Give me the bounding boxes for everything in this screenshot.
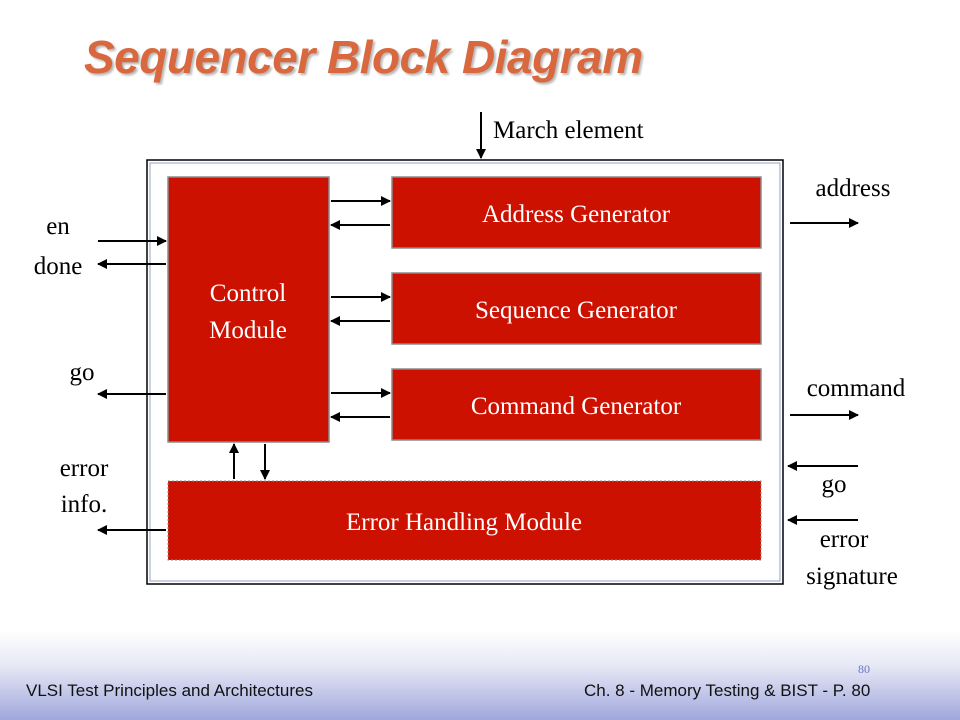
sequence-generator-block (391, 272, 762, 345)
control-module-label-2: Module (209, 317, 287, 344)
sequencer-diagram: Control Module Address Generator Sequenc… (34, 112, 906, 590)
error-info-label-2: info. (61, 491, 108, 518)
address-generator-label: Address Generator (482, 201, 671, 228)
sequence-generator-label: Sequence Generator (475, 297, 678, 324)
error-signature-label-2: signature (806, 563, 898, 590)
go-left-label: go (70, 359, 95, 386)
error-handling-module-block (167, 480, 762, 561)
footer-course-title: VLSI Test Principles and Architectures (26, 681, 313, 700)
command-generator-label: Command Generator (471, 393, 682, 420)
go-right-label: go (822, 471, 847, 498)
address-label: address (816, 175, 891, 202)
slide-title: Sequencer Block Diagram (84, 31, 643, 83)
address-generator-block (391, 176, 762, 249)
footer-chapter-info: Ch. 8 - Memory Testing & BIST - P. 80 (584, 681, 871, 700)
en-label: en (46, 213, 70, 240)
control-module-block (167, 176, 330, 443)
march-element-label: March element (493, 117, 644, 144)
error-signature-label-1: error (820, 526, 869, 553)
footer-bar (0, 630, 960, 720)
done-label: done (34, 253, 83, 280)
command-label: command (807, 375, 906, 402)
sequencer-frame-inner (149, 162, 781, 582)
error-info-label-1: error (60, 455, 109, 482)
error-handling-module-label: Error Handling Module (346, 509, 582, 536)
footer-page-number: 80 (858, 662, 870, 676)
command-generator-block (391, 368, 762, 441)
control-module-label-1: Control (210, 280, 286, 307)
